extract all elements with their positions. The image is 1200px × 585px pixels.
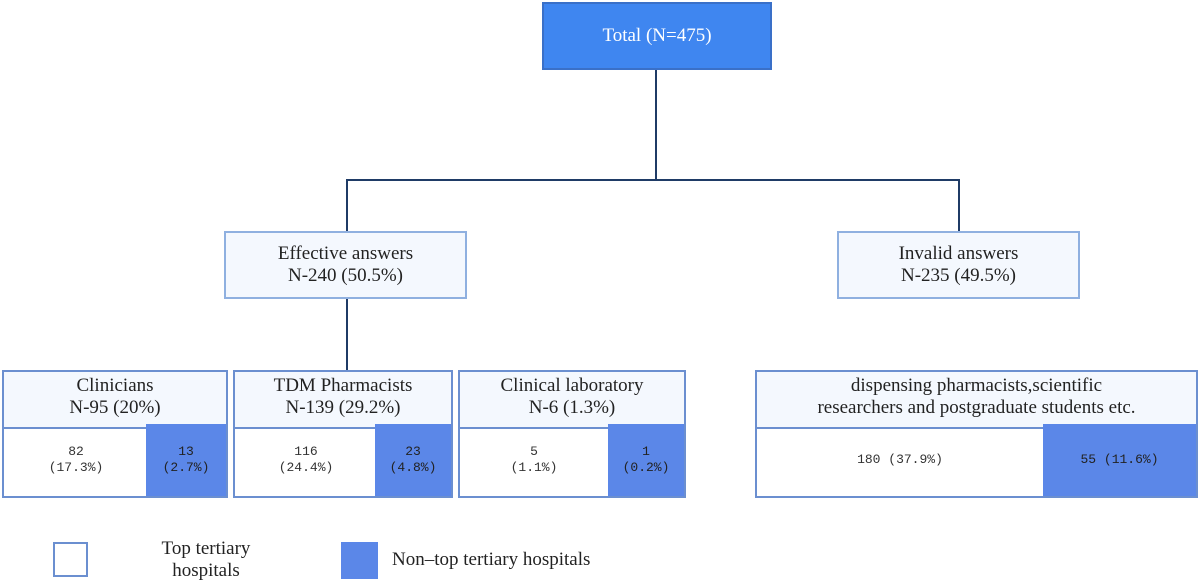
group-clinicians-header: Clinicians N-95 (20%) [4,372,226,429]
group-clinicians-name: Clinicians [76,375,154,396]
group-clinical-laboratory: Clinical laboratory N-6 (1.3%) 5 (1.1%) … [458,370,686,498]
effective-answers-title: Effective answers [277,243,414,264]
legend-non-top-swatch [341,542,378,579]
tdm-top-tertiary-cell: 116 (24.4%) [235,424,377,496]
lab-non-top-cell: 1 (0.2%) [608,424,684,496]
lab-non-value: 1 [642,444,650,459]
effective-answers-node: Effective answers N-240 (50.5%) [224,231,467,299]
group-clinicians: Clinicians N-95 (20%) 82 (17.3%) 13 (2.7… [2,370,228,498]
total-label: Total (N=475) [602,25,712,46]
clinicians-top-value: 82 [68,444,84,459]
lab-top-value: 5 [530,444,538,459]
invalid-answers-title: Invalid answers [898,243,1019,264]
tdm-top-value: 116 [294,444,318,459]
other-non-top-cell: 55 (11.6%) [1043,424,1196,496]
invalid-answers-node: Invalid answers N-235 (49.5%) [837,231,1080,299]
connector-horizontal [346,179,960,181]
legend-non-top-label: Non–top tertiary hospitals [392,549,591,570]
lab-top-tertiary-cell: 5 (1.1%) [460,424,608,496]
lab-non-pct: (0.2%) [622,460,670,475]
group-other-line2: researchers and postgraduate students et… [817,397,1136,418]
group-other-line1: dispensing pharmacists,scientific [850,375,1103,396]
group-lab-count: N-6 (1.3%) [528,397,616,418]
other-top-tertiary-cell: 180 (37.9%) [757,424,1043,496]
legend-top-line2: hospitals [172,560,240,581]
tdm-non-top-cell: 23 (4.8%) [375,424,451,496]
tdm-top-pct: (24.4%) [278,460,334,475]
group-clinicians-count: N-95 (20%) [69,397,161,418]
clinicians-non-value: 13 [178,444,194,459]
group-other-header: dispensing pharmacists,scientific resear… [757,372,1196,429]
clinicians-top-tertiary-cell: 82 (17.3%) [4,424,148,496]
tdm-non-value: 23 [405,444,421,459]
clinicians-non-pct: (2.7%) [162,460,210,475]
connector-invalid-down [958,179,960,231]
other-non-value: 55 (11.6%) [1080,452,1159,467]
group-lab-name: Clinical laboratory [500,375,644,396]
other-top-value: 180 (37.9%) [857,452,943,467]
legend-top-line1: Top tertiary [161,538,251,559]
group-other-respondents: dispensing pharmacists,scientific resear… [755,370,1198,498]
group-tdm-count: N-139 (29.2%) [285,397,401,418]
legend-top-tertiary-swatch [53,542,88,577]
group-lab-header: Clinical laboratory N-6 (1.3%) [460,372,684,429]
invalid-answers-count: N-235 (49.5%) [900,265,1017,286]
connector-effective-down [346,179,348,231]
connector-total-down [655,70,657,180]
tdm-non-pct: (4.8%) [389,460,437,475]
lab-top-pct: (1.1%) [510,460,558,475]
clinicians-non-top-cell: 13 (2.7%) [146,424,226,496]
clinicians-top-pct: (17.3%) [48,460,104,475]
legend-top-tertiary-label: Top tertiary hospitals [146,538,266,582]
effective-answers-count: N-240 (50.5%) [287,265,404,286]
group-tdm-header: TDM Pharmacists N-139 (29.2%) [235,372,451,429]
group-tdm-pharmacists: TDM Pharmacists N-139 (29.2%) 116 (24.4%… [233,370,453,498]
group-tdm-name: TDM Pharmacists [273,375,413,396]
total-node: Total (N=475) [542,2,772,70]
connector-effective-to-tdm [346,298,348,370]
